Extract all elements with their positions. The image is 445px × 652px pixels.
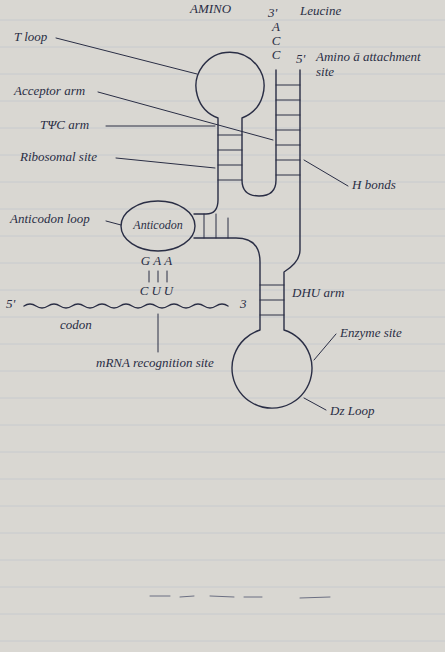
part-label: Enzyme site [340, 326, 402, 341]
h-bond [276, 175, 300, 176]
leader-line [56, 38, 197, 74]
loop-outline [121, 201, 195, 251]
leader-line [304, 160, 348, 186]
end-label: 3' [268, 6, 277, 21]
h-bond [276, 160, 300, 161]
leader-line [106, 221, 121, 225]
leader-line [304, 398, 326, 410]
end-label: 5' [296, 52, 305, 67]
part-label: TΨC arm [40, 118, 89, 133]
h-bond [218, 165, 242, 166]
part-label: DHU arm [292, 286, 344, 301]
leader-line [106, 126, 215, 127]
leader-line [314, 334, 336, 360]
base-pair-bar [149, 271, 150, 282]
ruled-line [0, 452, 445, 453]
base-letter: A [272, 20, 280, 35]
part-label: H bonds [352, 178, 396, 193]
ruled-line [0, 587, 445, 588]
amino-acid-name: Leucine [300, 4, 341, 19]
ruled-line [0, 533, 445, 534]
ruled-line [0, 236, 445, 237]
ruled-line [0, 20, 445, 21]
ruled-line [0, 479, 445, 480]
ruled-line [0, 398, 445, 399]
base-letter: C [272, 48, 281, 63]
h-bond [204, 214, 205, 238]
h-bond [228, 218, 229, 238]
ruled-line [0, 263, 445, 264]
part-label: mRNA recognition site [96, 356, 214, 371]
ruled-line [0, 371, 445, 372]
h-bond [216, 214, 217, 238]
scribble [150, 596, 330, 598]
ruled-line [0, 506, 445, 507]
leader-line [98, 92, 273, 140]
leader-line [158, 314, 159, 352]
end-label: 5' [6, 297, 15, 312]
h-bond [260, 315, 284, 316]
end-label: 3 [240, 297, 247, 312]
base-pair-bar [167, 271, 168, 282]
anticodon-bases: GAA [141, 254, 175, 269]
base-letter: C [272, 34, 281, 49]
part-label: Acceptor arm [14, 84, 85, 99]
h-bond [218, 180, 242, 181]
amino-acid-name: AMINO [190, 2, 231, 17]
h-bond [218, 135, 242, 136]
ruled-line [0, 209, 445, 210]
anticodon-loop: Anticodon [120, 200, 196, 252]
h-bond [276, 145, 300, 146]
part-label: T loop [14, 30, 47, 45]
ruled-line [0, 47, 445, 48]
mrna-strand [24, 304, 228, 308]
part-label: Ribosomal site [20, 150, 97, 165]
ruled-line [0, 344, 445, 345]
part-label: Dz Loop [330, 404, 374, 419]
h-bond [218, 150, 242, 151]
trna-strand [194, 52, 276, 214]
ruled-line [0, 290, 445, 291]
part-label: Anticodon loop [10, 212, 90, 227]
ruled-line [0, 101, 445, 102]
ruled-line [0, 641, 445, 642]
ruled-line [0, 74, 445, 75]
part-label: codon [60, 318, 92, 333]
ruled-line [0, 560, 445, 561]
h-bond [276, 130, 300, 131]
h-bond [276, 115, 300, 116]
h-bond [260, 300, 284, 301]
h-bond [276, 85, 300, 86]
part-label: Amino ā attachment site [316, 50, 440, 80]
loop-label: Anticodon [133, 219, 182, 233]
ruled-line [0, 614, 445, 615]
h-bond [260, 285, 284, 286]
codon-bases: CUU [140, 284, 176, 299]
h-bond [276, 100, 300, 101]
leader-line [116, 158, 215, 168]
base-pair-bar [158, 271, 159, 282]
ruled-line [0, 425, 445, 426]
